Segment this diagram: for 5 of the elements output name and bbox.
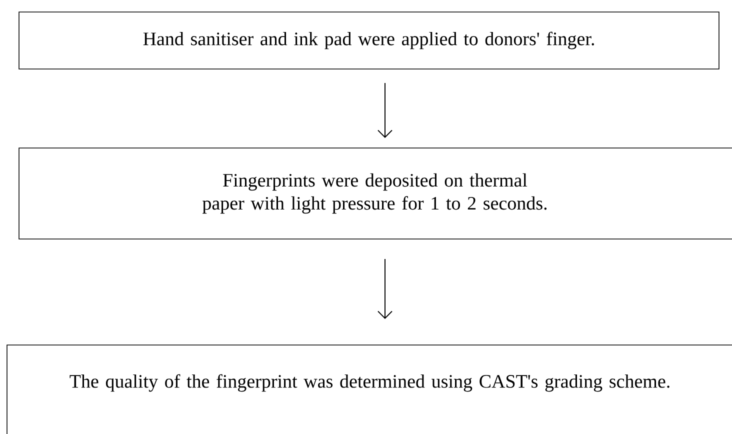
process-box: The quality of the fingerprint was determined using CAST's grading scheme. xyxy=(6,344,732,434)
arrow xyxy=(378,82,392,138)
arrow xyxy=(378,258,392,319)
process-box: Fingerprints were deposited on thermal paper with light pressure for 1 to 2 seconds. xyxy=(18,148,732,240)
process-box: Hand sanitiser and ink pad were applied to donors' finger. xyxy=(18,12,720,70)
